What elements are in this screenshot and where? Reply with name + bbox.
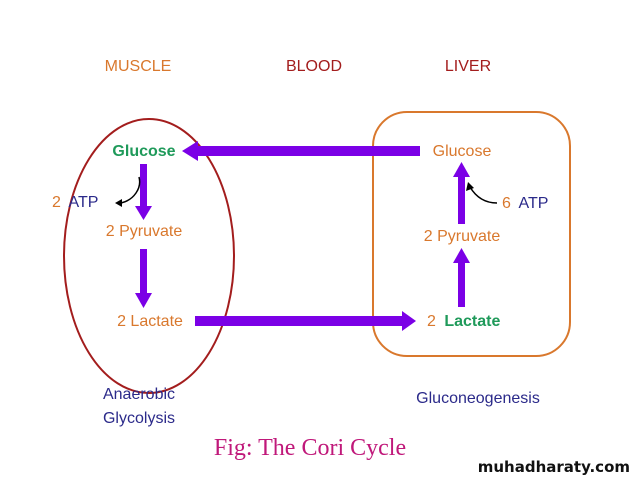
- liver-atp-number: 6: [502, 195, 511, 212]
- liver-lactate-text: Lactate: [444, 313, 500, 330]
- liver-atp-label: 6 ATP: [502, 195, 548, 212]
- muscle-atp-label: 2 ATP: [52, 194, 98, 211]
- muscle-glucose-to-pyruvate-arrow: [135, 164, 152, 220]
- liver-lactate-label: 2 Lactate: [427, 313, 500, 330]
- liver-pyruvate-label: 2 Pyruvate: [424, 228, 501, 245]
- muscle-process-line2: Glycolysis: [103, 410, 175, 427]
- muscle-atp-curved-arrow: [115, 176, 141, 207]
- liver-process-label: Gluconeogenesis: [416, 390, 540, 407]
- blood-glucose-arrow: [182, 141, 420, 161]
- header-blood: BLOOD: [286, 58, 342, 75]
- liver-lactate-to-pyruvate-arrow: [453, 248, 470, 307]
- liver-atp-text: ATP: [518, 195, 548, 212]
- watermark: muhadharaty.com: [478, 458, 630, 476]
- liver-lactate-number: 2: [427, 313, 436, 330]
- liver-glucose-label: Glucose: [433, 143, 492, 160]
- muscle-compartment-ellipse: [63, 118, 235, 394]
- header-liver: LIVER: [445, 58, 491, 75]
- liver-pyruvate-to-glucose-arrow: [453, 162, 470, 224]
- muscle-process-line1: Anaerobic: [103, 386, 175, 403]
- muscle-glucose-label: Glucose: [112, 143, 175, 160]
- muscle-lactate-label: 2 Lactate: [117, 313, 183, 330]
- muscle-atp-number: 2: [52, 194, 61, 211]
- header-muscle: MUSCLE: [105, 58, 172, 75]
- muscle-pyruvate-label: 2 Pyruvate: [106, 223, 183, 240]
- liver-atp-curved-arrow: [466, 182, 498, 204]
- muscle-atp-text: ATP: [68, 194, 98, 211]
- figure-caption: Fig: The Cori Cycle: [214, 435, 406, 461]
- muscle-pyruvate-to-lactate-arrow: [135, 249, 152, 308]
- liver-compartment-box: [372, 111, 571, 357]
- blood-lactate-arrow: [195, 311, 416, 331]
